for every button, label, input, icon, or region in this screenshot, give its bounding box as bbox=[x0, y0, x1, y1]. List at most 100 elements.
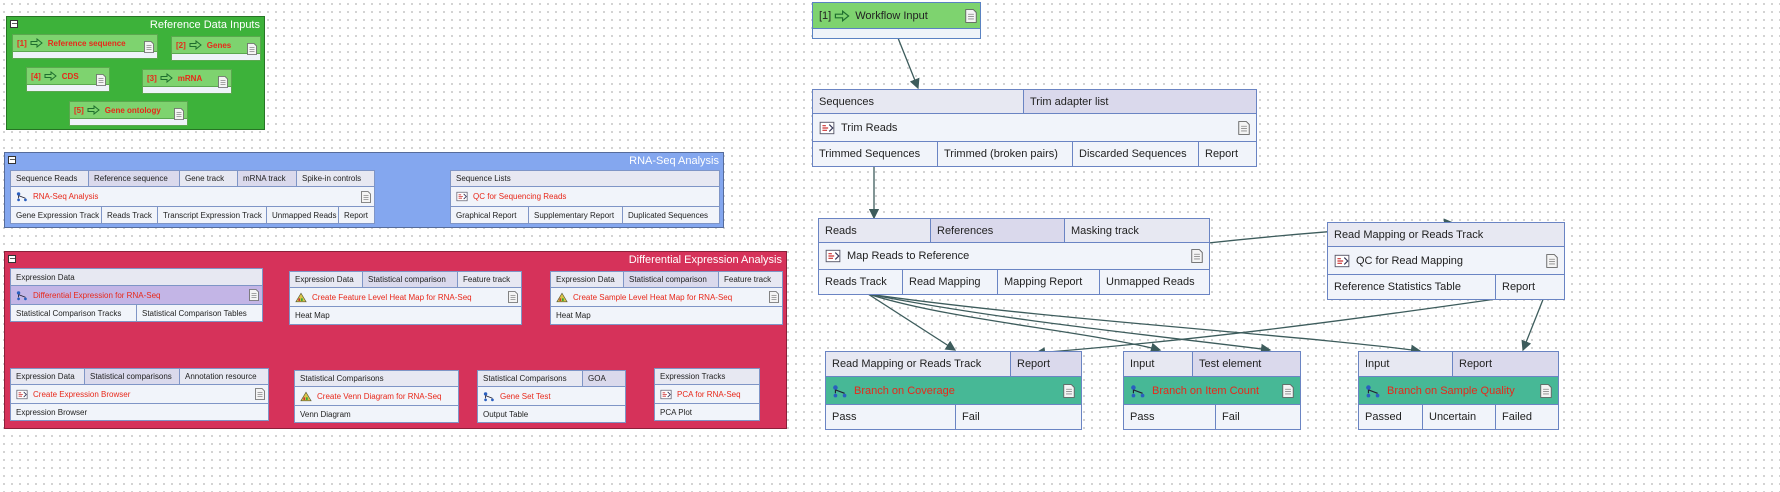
document-icon[interactable] bbox=[965, 9, 977, 23]
output-port[interactable]: Supplementary Report bbox=[529, 207, 623, 223]
input-port[interactable]: Statistical comparisons bbox=[85, 369, 180, 384]
input-port[interactable]: Reference sequence bbox=[89, 171, 180, 186]
gene-set-test-element[interactable]: Statistical Comparisons GOA Gene Set Tes… bbox=[477, 370, 626, 423]
branch-on-sample-quality-element[interactable]: Input Report Branch on Sample Quality Pa… bbox=[1358, 351, 1559, 430]
input-port[interactable]: mRNA track bbox=[238, 171, 297, 186]
rnaseq-analysis-group[interactable]: − RNA-Seq Analysis Sequence Reads Refere… bbox=[4, 152, 724, 228]
document-icon[interactable] bbox=[174, 108, 184, 120]
output-port[interactable]: Heat Map bbox=[556, 311, 591, 320]
input-port[interactable]: Sequence Reads bbox=[11, 171, 89, 186]
input-port[interactable]: Expression Data bbox=[11, 369, 85, 384]
document-icon[interactable] bbox=[1546, 254, 1558, 268]
input-port[interactable]: Sequence Lists bbox=[451, 171, 719, 186]
input-gene-ontology[interactable]: [5]Gene ontology bbox=[69, 101, 188, 126]
output-port[interactable]: Trimmed Sequences bbox=[813, 142, 938, 166]
output-port[interactable]: Output Table bbox=[483, 409, 529, 419]
document-icon[interactable] bbox=[249, 289, 259, 301]
input-port[interactable]: Feature track bbox=[458, 272, 521, 287]
input-port[interactable]: Expression Data bbox=[290, 272, 363, 287]
document-icon[interactable] bbox=[218, 76, 228, 88]
output-port[interactable]: Unmapped Reads bbox=[1106, 276, 1195, 288]
output-port[interactable]: Venn Diagram bbox=[300, 409, 351, 419]
output-port[interactable]: Pass bbox=[826, 405, 956, 429]
document-icon[interactable] bbox=[1191, 249, 1203, 263]
input-port[interactable]: Report bbox=[1453, 352, 1558, 376]
input-port[interactable]: Masking track bbox=[1065, 219, 1209, 242]
input-port[interactable]: Feature track bbox=[719, 272, 782, 287]
output-port[interactable]: Unmapped Reads bbox=[267, 207, 339, 223]
input-port[interactable]: Input bbox=[1359, 352, 1453, 376]
input-port[interactable]: Reads bbox=[819, 219, 931, 242]
input-port[interactable]: Gene track bbox=[180, 171, 238, 186]
expression-browser-element[interactable]: Expression Data Statistical comparisons … bbox=[10, 368, 269, 421]
document-icon[interactable] bbox=[247, 43, 257, 55]
rnaseq-analysis-element[interactable]: Sequence Reads Reference sequence Gene t… bbox=[10, 170, 375, 224]
output-port[interactable]: Uncertain bbox=[1423, 405, 1496, 429]
workflow-input-element[interactable]: [1]Workflow Input bbox=[812, 2, 981, 39]
input-port[interactable]: Test element bbox=[1193, 352, 1300, 376]
output-port[interactable]: Graphical Report bbox=[451, 207, 529, 223]
document-icon[interactable] bbox=[769, 291, 779, 303]
input-port[interactable]: Statistical comparison bbox=[363, 272, 458, 287]
output-port[interactable]: Pass bbox=[1124, 405, 1216, 429]
output-port[interactable]: Report bbox=[344, 210, 369, 220]
document-icon[interactable] bbox=[144, 41, 154, 53]
collapse-group-icon[interactable]: − bbox=[8, 254, 16, 263]
output-port[interactable]: Fail bbox=[1222, 411, 1240, 423]
reference-data-inputs-group[interactable]: − Reference Data Inputs [1]Reference seq… bbox=[6, 16, 265, 130]
differential-expression-group[interactable]: − Differential Expression Analysis Expre… bbox=[4, 251, 787, 429]
output-port[interactable]: Expression Browser bbox=[16, 407, 88, 417]
input-port[interactable]: Expression Data bbox=[551, 272, 624, 287]
input-port[interactable]: Sequences bbox=[813, 90, 1024, 113]
document-icon[interactable] bbox=[1282, 384, 1294, 398]
input-port[interactable]: Input bbox=[1124, 352, 1193, 376]
document-icon[interactable] bbox=[96, 74, 106, 86]
venn-diagram-element[interactable]: Statistical Comparisons Create Venn Diag… bbox=[294, 370, 459, 423]
output-port[interactable]: Statistical Comparison Tables bbox=[142, 308, 247, 318]
qc-sequencing-reads-element[interactable]: Sequence Lists QC for Sequencing Reads G… bbox=[450, 170, 720, 224]
output-port[interactable]: Trimmed (broken pairs) bbox=[938, 142, 1073, 166]
input-port[interactable]: Trim adapter list bbox=[1024, 90, 1256, 113]
output-port[interactable]: Fail bbox=[962, 411, 980, 423]
output-port[interactable]: Report bbox=[1502, 281, 1536, 293]
output-port[interactable]: Read Mapping bbox=[903, 270, 998, 294]
trim-reads-element[interactable]: Sequences Trim adapter list Trim Reads T… bbox=[812, 89, 1257, 167]
output-port[interactable]: Duplicated Sequences bbox=[628, 210, 709, 220]
output-port[interactable]: Statistical Comparison Tracks bbox=[11, 305, 137, 321]
input-genes[interactable]: [2]Genes bbox=[171, 36, 261, 61]
document-icon[interactable] bbox=[361, 191, 371, 203]
document-icon[interactable] bbox=[1238, 121, 1250, 135]
branch-on-coverage-element[interactable]: Read Mapping or Reads Track Report Branc… bbox=[825, 351, 1082, 430]
input-port[interactable]: Statistical comparison bbox=[624, 272, 719, 287]
document-icon[interactable] bbox=[1063, 384, 1075, 398]
input-port[interactable]: Spike-in controls bbox=[297, 171, 374, 186]
document-icon[interactable] bbox=[255, 388, 265, 400]
output-port[interactable]: Heat Map bbox=[295, 311, 330, 320]
output-port[interactable]: Passed bbox=[1359, 405, 1423, 429]
output-port[interactable]: Mapping Report bbox=[998, 270, 1100, 294]
input-port[interactable]: GOA bbox=[583, 371, 625, 386]
output-port[interactable]: Reads Track bbox=[819, 270, 903, 294]
input-mrna[interactable]: [3]mRNA bbox=[142, 69, 232, 94]
output-port[interactable]: Gene Expression Track bbox=[11, 207, 102, 223]
input-port[interactable]: Statistical Comparisons bbox=[478, 371, 583, 386]
output-port[interactable]: Transcript Expression Track bbox=[158, 207, 267, 223]
input-port[interactable]: Read Mapping or Reads Track bbox=[1328, 223, 1564, 246]
input-port[interactable]: Expression Tracks bbox=[655, 369, 759, 384]
input-port[interactable]: Report bbox=[1011, 352, 1081, 376]
output-port[interactable]: Report bbox=[1205, 148, 1239, 160]
input-port[interactable]: Expression Data bbox=[11, 269, 262, 285]
qc-read-mapping-element[interactable]: Read Mapping or Reads Track QC for Read … bbox=[1327, 222, 1565, 300]
output-port[interactable]: PCA Plot bbox=[660, 407, 693, 417]
document-icon[interactable] bbox=[508, 291, 518, 303]
input-port[interactable]: Statistical Comparisons bbox=[295, 371, 458, 386]
feature-heat-map-element[interactable]: Expression Data Statistical comparison F… bbox=[289, 271, 522, 325]
output-port[interactable]: Failed bbox=[1502, 411, 1532, 423]
output-port[interactable]: Reference Statistics Table bbox=[1328, 275, 1496, 299]
input-reference-sequence[interactable]: [1]Reference sequence bbox=[12, 34, 158, 59]
differential-expression-element[interactable]: Expression Data Differential Expression … bbox=[10, 268, 263, 322]
output-port[interactable]: Reads Track bbox=[102, 207, 158, 223]
output-port[interactable]: Discarded Sequences bbox=[1073, 142, 1199, 166]
document-icon[interactable] bbox=[1540, 384, 1552, 398]
sample-heat-map-element[interactable]: Expression Data Statistical comparison F… bbox=[550, 271, 783, 325]
